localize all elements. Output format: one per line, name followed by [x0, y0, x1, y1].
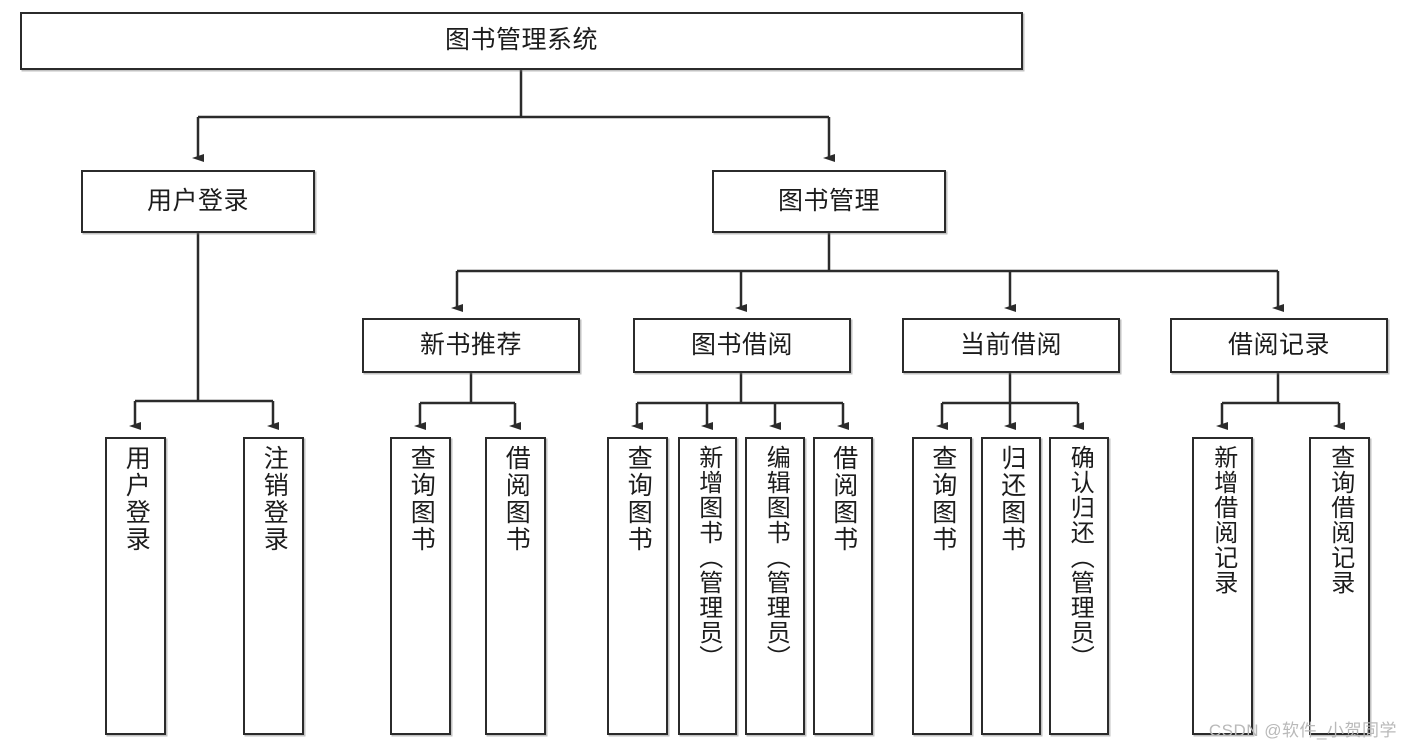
leaf-borrow-book[interactable]: 借阅图书	[813, 437, 873, 735]
leaf-query-book-current[interactable]: 查询图书	[912, 437, 972, 735]
node-root-book-management-system[interactable]: 图书管理系统	[20, 12, 1023, 70]
node-label: 借阅图书	[829, 445, 858, 553]
leaf-confirm-return-admin[interactable]: 确认归还（管理员）	[1049, 437, 1109, 735]
node-label: 查询图书	[928, 445, 957, 553]
node-borrow-record[interactable]: 借阅记录	[1170, 318, 1388, 373]
leaf-return-book[interactable]: 归还图书	[981, 437, 1041, 735]
node-label: 确认归还（管理员）	[1066, 445, 1094, 670]
node-label: 图书管理	[777, 186, 880, 215]
node-label: 查询图书	[407, 445, 436, 553]
node-label: 查询图书	[624, 445, 653, 553]
node-label: 查询借阅记录	[1326, 445, 1354, 595]
node-book-management[interactable]: 图书管理	[712, 170, 946, 233]
node-label: 借阅记录	[1227, 330, 1330, 359]
leaf-query-book-borrow[interactable]: 查询图书	[607, 437, 668, 735]
leaf-user-login[interactable]: 用户登录	[105, 437, 166, 735]
node-user-login[interactable]: 用户登录	[81, 170, 315, 233]
node-label: 用户登录	[146, 186, 249, 215]
node-label: 编辑图书（管理员）	[762, 445, 790, 670]
node-label: 新增图书（管理员）	[694, 445, 722, 670]
node-current-borrow[interactable]: 当前借阅	[902, 318, 1120, 373]
node-book-borrow[interactable]: 图书借阅	[633, 318, 851, 373]
leaf-add-book-admin[interactable]: 新增图书（管理员）	[678, 437, 737, 735]
leaf-borrow-book-recommend[interactable]: 借阅图书	[485, 437, 546, 735]
node-label: 注销登录	[260, 445, 289, 553]
node-label: 用户登录	[122, 445, 151, 553]
leaf-edit-book-admin[interactable]: 编辑图书（管理员）	[745, 437, 805, 735]
node-label: 新增借阅记录	[1209, 445, 1237, 595]
node-label: 图书管理系统	[444, 26, 598, 55]
node-label: 借阅图书	[502, 445, 531, 553]
leaf-query-book-recommend[interactable]: 查询图书	[390, 437, 451, 735]
node-label: 归还图书	[997, 445, 1026, 553]
node-new-book-recommend[interactable]: 新书推荐	[362, 318, 580, 373]
leaf-query-borrow-record[interactable]: 查询借阅记录	[1309, 437, 1370, 735]
node-label: 图书借阅	[690, 330, 793, 359]
watermark-text: CSDN @软件_小贺同学	[1208, 721, 1397, 740]
node-label: 新书推荐	[419, 330, 522, 359]
leaf-logout[interactable]: 注销登录	[243, 437, 304, 735]
leaf-add-borrow-record[interactable]: 新增借阅记录	[1192, 437, 1253, 735]
node-label: 当前借阅	[959, 330, 1062, 359]
